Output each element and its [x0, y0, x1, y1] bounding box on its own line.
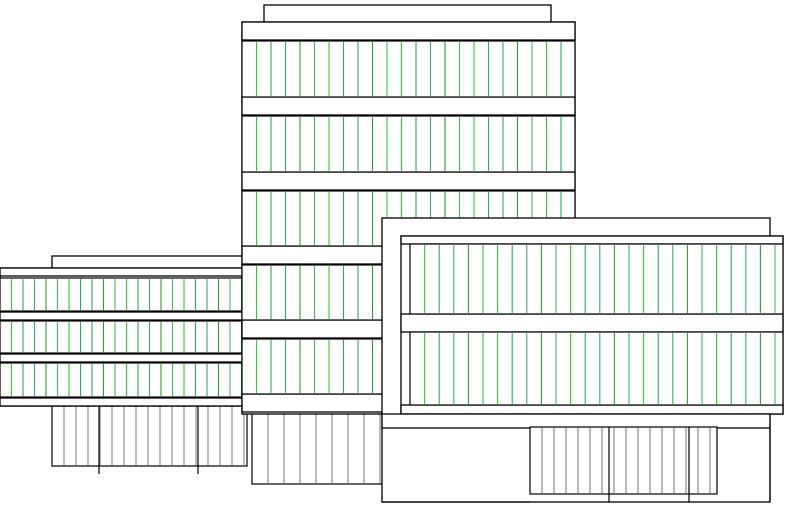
glazing-frame [0, 277, 245, 312]
east-block-slab [400, 404, 784, 415]
west-wing-slab [0, 397, 245, 407]
glazing-frame [0, 362, 245, 398]
central-tower-window-band [241, 115, 576, 173]
west-wing-pilotis [51, 403, 248, 467]
east-block-window-band [409, 243, 784, 315]
east-block-podium-band [381, 413, 771, 429]
east-block-slab [400, 313, 784, 333]
east-block-ground-level [529, 426, 718, 495]
west-wing-window-band [0, 320, 245, 354]
glazing-frame [409, 331, 784, 406]
glazing-frame [241, 40, 576, 98]
central-tower-ground-level [251, 411, 385, 485]
west-wing-window-band [0, 277, 245, 312]
central-tower-slab [241, 96, 576, 116]
central-tower-slab [241, 21, 576, 41]
west-wing-slab [0, 353, 245, 363]
glazing-frame [409, 243, 784, 315]
central-tower-slab [241, 171, 576, 191]
west-wing [0, 255, 248, 474]
ground-frame [251, 411, 385, 485]
east-block [381, 217, 784, 503]
west-wing-window-band [0, 362, 245, 398]
central-tower-roof-cap [263, 4, 552, 24]
west-wing-slab [0, 267, 245, 277]
east-block-slab [400, 235, 784, 245]
west-wing-slab [0, 311, 245, 321]
glazing-frame [241, 115, 576, 173]
east-block-window-band [409, 331, 784, 406]
glazing-frame [0, 320, 245, 354]
ground-frame [51, 403, 248, 467]
central-tower-window-band [241, 40, 576, 98]
